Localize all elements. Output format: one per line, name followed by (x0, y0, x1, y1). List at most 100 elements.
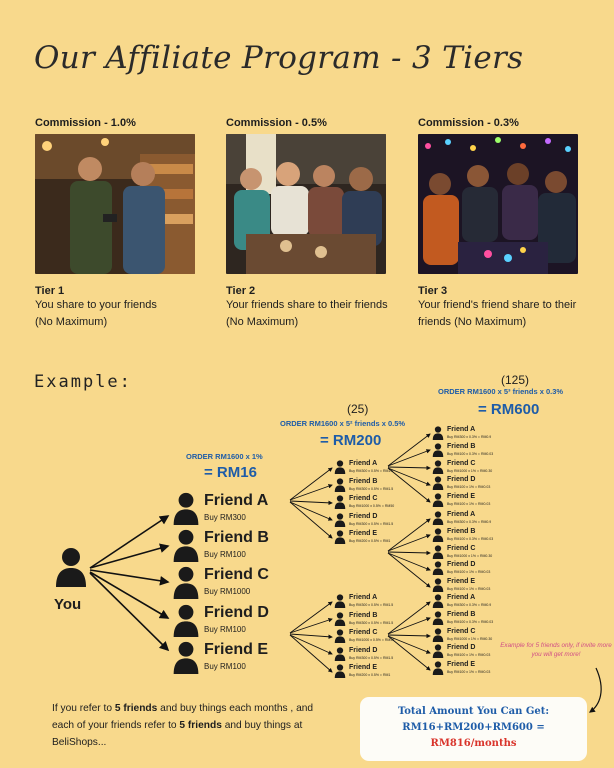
person-icon (334, 530, 346, 544)
friend-name: Friend C (447, 544, 476, 552)
friend-name: Friend A (447, 426, 476, 433)
friend-name: Friend B (447, 610, 476, 618)
person-icon (173, 492, 199, 525)
friend-buy: Buy RM100 x 1% = RM0.03 (447, 587, 491, 592)
you-node: You (54, 547, 88, 613)
friend-name: Friend C (349, 495, 378, 502)
friend-buy: Buy RM100 (204, 625, 246, 634)
footer-bold2: 5 friends (179, 720, 222, 731)
friend-buy: Buy RM300 x 0.3% = RM0.9 (447, 435, 492, 439)
tier-3-desc-line1: Your friend's friend share to their (418, 299, 577, 311)
person-icon (334, 495, 346, 509)
page-title: Our Affiliate Program - 3 Tiers (34, 40, 524, 76)
friend-name: Friend E (204, 641, 269, 658)
person-icon (334, 512, 346, 527)
friend-buy: Buy RM300 x 0.5% = RM1.5 (349, 469, 394, 473)
friend-buy: Buy RM200 x 0.5% = RM1 (349, 673, 391, 677)
person-icon (334, 664, 346, 678)
friend-name: Friend E (447, 661, 476, 669)
friend-name: Friend D (349, 646, 378, 654)
tier-3-commission: Commission - 0.3% (418, 117, 519, 129)
friend-buy: Buy RM1000 (204, 587, 251, 596)
friend-name: Friend C (447, 459, 476, 467)
total-label: Total Amount You Can Get: (397, 706, 550, 717)
friend-name: Friend A (349, 594, 378, 601)
tier-1-name: Tier 1 (35, 285, 65, 297)
friend-node: Friend E Buy RM100 (172, 641, 268, 679)
friend-buy: Buy RM300 x 0.3% = RM0.9 (447, 520, 492, 524)
person-icon (432, 578, 444, 593)
friend-name: Friend D (447, 644, 476, 652)
tier-1-commission: Commission - 1.0% (35, 117, 136, 129)
friend-node: Friend E Buy RM200 x 0.5% = RM1 (334, 664, 390, 683)
person-icon (432, 511, 444, 525)
person-icon (334, 477, 346, 492)
friend-name: Friend A (204, 492, 269, 509)
friend-buy: Buy RM100 x 0.3% = RM0.03 (447, 451, 494, 456)
friend-buy: Buy RM300 x 0.3% = RM0.9 (447, 603, 492, 607)
friend-buy: Buy RM100 x 1% = RM0.03 (447, 570, 491, 575)
tier1-result: = RM16 (204, 464, 257, 481)
person-icon (432, 594, 444, 608)
friend-buy: Buy RM1000 x 1% = RM0.30 (447, 468, 493, 473)
friend-buy: Buy RM1000 x 1% = RM0.30 (447, 553, 493, 558)
friend-name: Friend B (349, 611, 378, 619)
tier3-count: (125) (501, 373, 530, 387)
footer-post2: and buy things at BeliShops... (52, 720, 303, 748)
tier2-count: (25) (347, 402, 369, 416)
person-icon (432, 661, 444, 676)
person-icon (334, 460, 346, 474)
friend-buy: Buy RM1000 x 0.5% = RM50 (349, 504, 395, 508)
tier-2-desc-line2: (No Maximum) (226, 315, 299, 328)
friend-buy: Buy RM100 x 0.3% = RM0.03 (447, 536, 494, 541)
tier-1-desc-line1: You share to your friends (35, 299, 157, 311)
tier-3-photo (418, 134, 578, 274)
friend-buy: Buy RM100 x 1% = RM0.03 (447, 485, 491, 490)
friend-buy: Buy RM100 (204, 662, 246, 671)
person-icon (173, 529, 199, 562)
person-icon (432, 528, 444, 542)
friend-name: Friend B (447, 527, 476, 535)
friend-name: Friend C (204, 566, 269, 583)
person-icon (173, 641, 199, 674)
tier-2-photo (226, 134, 386, 274)
person-icon (173, 566, 199, 599)
total-box: Total Amount You Can Get: RM16+RM200+RM6… (360, 697, 587, 761)
friend-buy: Buy RM1000 x 0.5% = RM50 (349, 638, 395, 642)
tier3-result: = RM600 (478, 401, 540, 418)
tier2-formula: ORDER RM1600 x 5² friends x 0.5% (280, 419, 406, 428)
friend-name: Friend D (349, 512, 378, 520)
friend-node: Friend C Buy RM1000 (172, 566, 269, 604)
tier-1-desc-line2: (No Maximum) (35, 315, 108, 328)
friend-buy: Buy RM100 x 0.3% = RM0.03 (447, 619, 494, 624)
tier-1-photo (35, 134, 195, 274)
person-icon (334, 629, 346, 643)
friend-name: Friend B (349, 477, 378, 485)
tier1-formula: ORDER RM1600 x 1% (186, 452, 263, 461)
person-icon (173, 604, 199, 637)
friend-buy: Buy RM300 x 0.5% = RM1.5 (349, 521, 394, 526)
friend-name: Friend E (349, 664, 378, 671)
footer-post1: and buy things each months , and each of… (52, 703, 314, 731)
friend-node: Friend C Buy RM1000 x 0.5% = RM50 (334, 495, 394, 514)
tier-2-card: Commission - 0.5% Tier 2 Your friends sh… (226, 117, 401, 330)
you-label: You (54, 596, 82, 613)
footer-text: If you refer to 5 friends and buy things… (52, 700, 332, 751)
tier3-formula: ORDER RM1600 x 5³ friends x 0.3% (438, 387, 564, 396)
example-note: Example for 5 friends only, if invite mo… (500, 642, 612, 658)
friend-name: Friend A (447, 511, 476, 518)
